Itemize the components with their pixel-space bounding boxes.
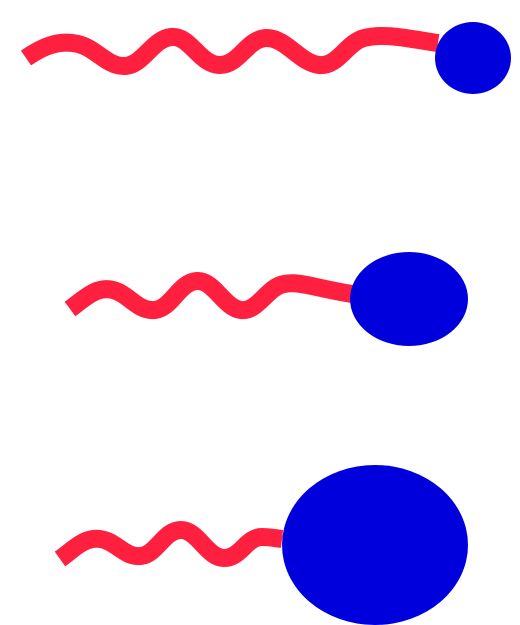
head-2: [350, 252, 468, 346]
molecule-2: [64, 252, 468, 346]
molecule-3: [54, 465, 468, 625]
head-1: [435, 22, 511, 94]
tail-2: [64, 272, 354, 320]
molecule-1: [20, 22, 511, 94]
tail-3: [54, 521, 284, 567]
tail-1: [20, 26, 440, 75]
head-3: [282, 465, 468, 625]
